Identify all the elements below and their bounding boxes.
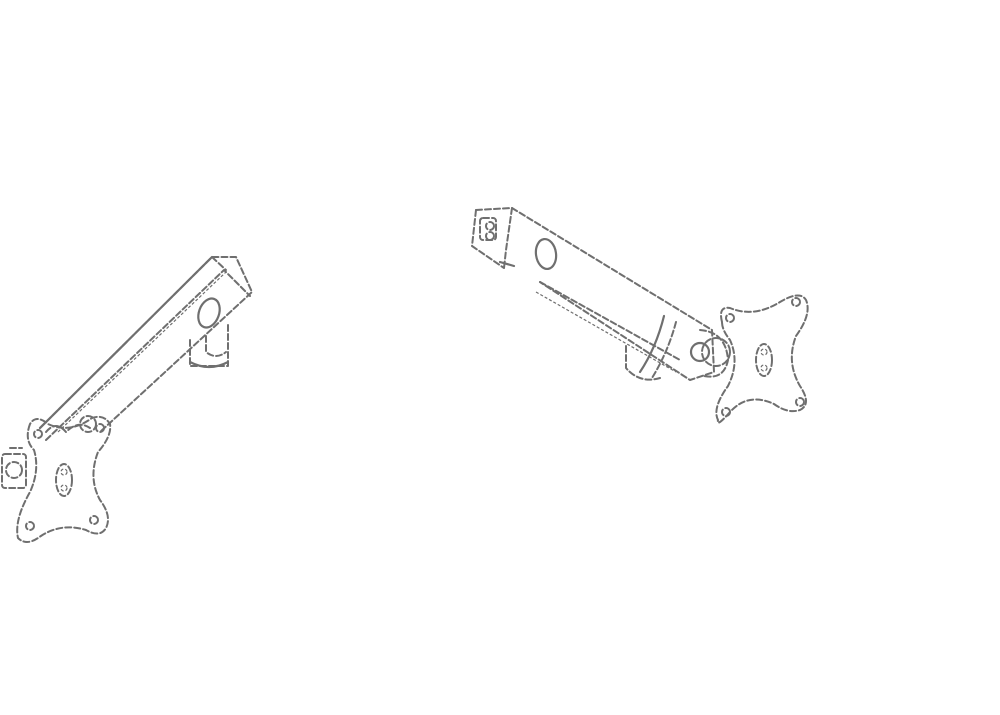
monitor-arm-view-right xyxy=(471,207,809,424)
arm-joint-right xyxy=(689,329,731,378)
arm-body-right xyxy=(471,207,715,381)
arm-joint-left xyxy=(45,415,97,433)
side-knob-left xyxy=(1,447,27,489)
mount-post-left xyxy=(188,321,230,369)
pivot-hole-right xyxy=(534,237,558,271)
pivot-hole-left xyxy=(197,297,221,329)
vesa-plate-left xyxy=(16,415,112,543)
end-cap-right xyxy=(479,217,516,268)
clamp-band-right xyxy=(625,314,677,381)
arm-body-left xyxy=(38,255,253,441)
monitor-arm-view-left xyxy=(1,255,253,543)
vesa-plate-right xyxy=(715,294,809,424)
